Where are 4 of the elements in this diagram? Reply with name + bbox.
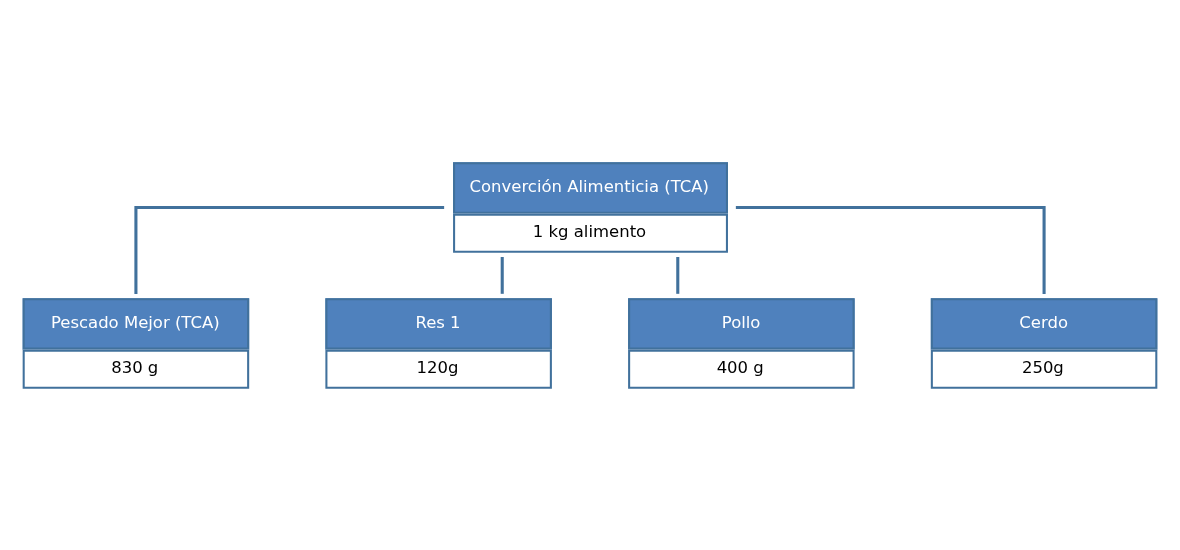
connector	[134, 205, 445, 294]
connector	[500, 256, 504, 294]
connector	[735, 205, 1046, 294]
connector	[676, 256, 680, 294]
